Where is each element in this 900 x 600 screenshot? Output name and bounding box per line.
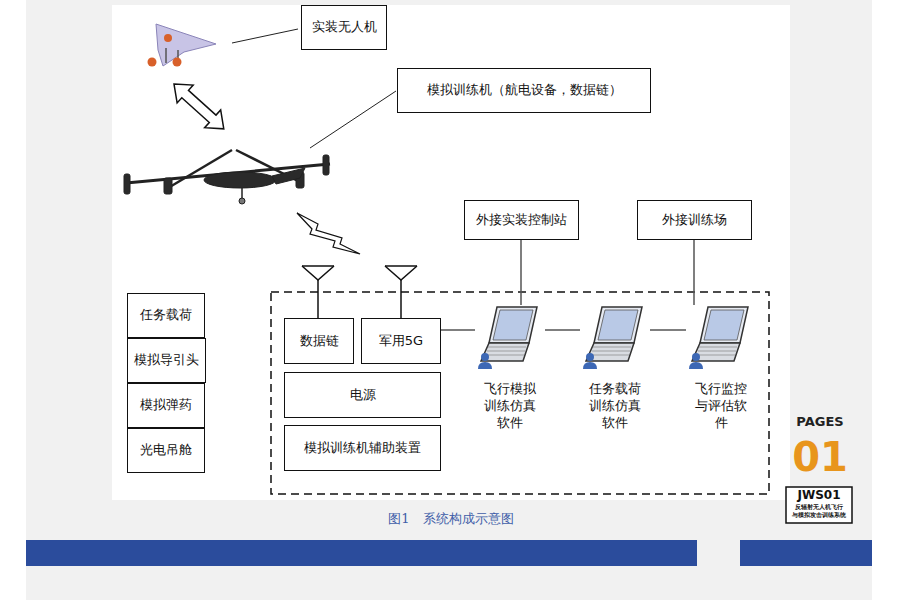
process-box: 外接训练场: [637, 200, 752, 240]
connector: [520, 240, 522, 305]
laptop-node: 任务载荷训练仿真软件: [580, 305, 650, 432]
process-box: 光电吊舱: [127, 428, 205, 473]
page-number: 01: [780, 433, 860, 481]
box-label: 模拟训练机（航电设备，数据链）: [427, 82, 622, 98]
connector: [650, 329, 686, 331]
software-label: 任务载荷训练仿真软件: [589, 381, 641, 432]
box-label: 模拟训练机辅助装置: [304, 440, 421, 456]
box-label: 外接训练场: [662, 212, 727, 228]
page-heading: PAGES: [780, 414, 860, 430]
system-name: 与模拟攻击训练系统: [786, 511, 852, 518]
laptop-icon: [686, 305, 756, 369]
box-label: 实装无人机: [312, 19, 377, 35]
vtol-aircraft: [124, 150, 330, 204]
system-name: 反辐射无人机飞行: [786, 503, 852, 510]
laptop-node: 飞行监控与评估软件: [686, 305, 756, 432]
box-label: 数据链: [300, 333, 339, 349]
connector: [545, 329, 580, 331]
process-box: 模拟训练机辅助装置: [284, 425, 441, 471]
laptop-icon: [475, 305, 545, 369]
software-label: 飞行模拟训练仿真软件: [484, 381, 536, 432]
connector: [441, 329, 475, 331]
box-label: 模拟导引头: [134, 352, 199, 368]
laptop-icon: [580, 305, 650, 369]
box-label: 军用5G: [379, 333, 423, 349]
process-box: 任务载荷: [127, 293, 205, 338]
process-box: 实装无人机: [301, 5, 387, 50]
figure-caption: 图1 系统构成示意图: [300, 510, 602, 528]
box-label: 外接实装控制站: [476, 212, 567, 228]
software-label: 飞行监控与评估软件: [695, 381, 747, 432]
process-box: 电源: [284, 372, 441, 418]
process-box: 军用5G: [361, 318, 441, 364]
process-box: 模拟导引头: [127, 338, 206, 383]
box-label: 电源: [350, 387, 376, 403]
process-box: 模拟训练机（航电设备，数据链）: [397, 68, 651, 113]
process-box: 外接实装控制站: [464, 200, 579, 240]
antenna: [302, 266, 417, 318]
laptop-node: 飞行模拟训练仿真软件: [475, 305, 545, 432]
double-arrow: [166, 75, 232, 138]
code-label: JWS01: [786, 488, 852, 502]
box-label: 模拟弹药: [140, 397, 192, 413]
delta-drone: [148, 24, 217, 67]
box-label: 任务载荷: [140, 307, 192, 323]
connector: [693, 240, 695, 305]
process-box: 模拟弹药: [127, 383, 205, 428]
process-box: 数据链: [284, 318, 354, 364]
box-label: 光电吊舱: [140, 442, 192, 458]
